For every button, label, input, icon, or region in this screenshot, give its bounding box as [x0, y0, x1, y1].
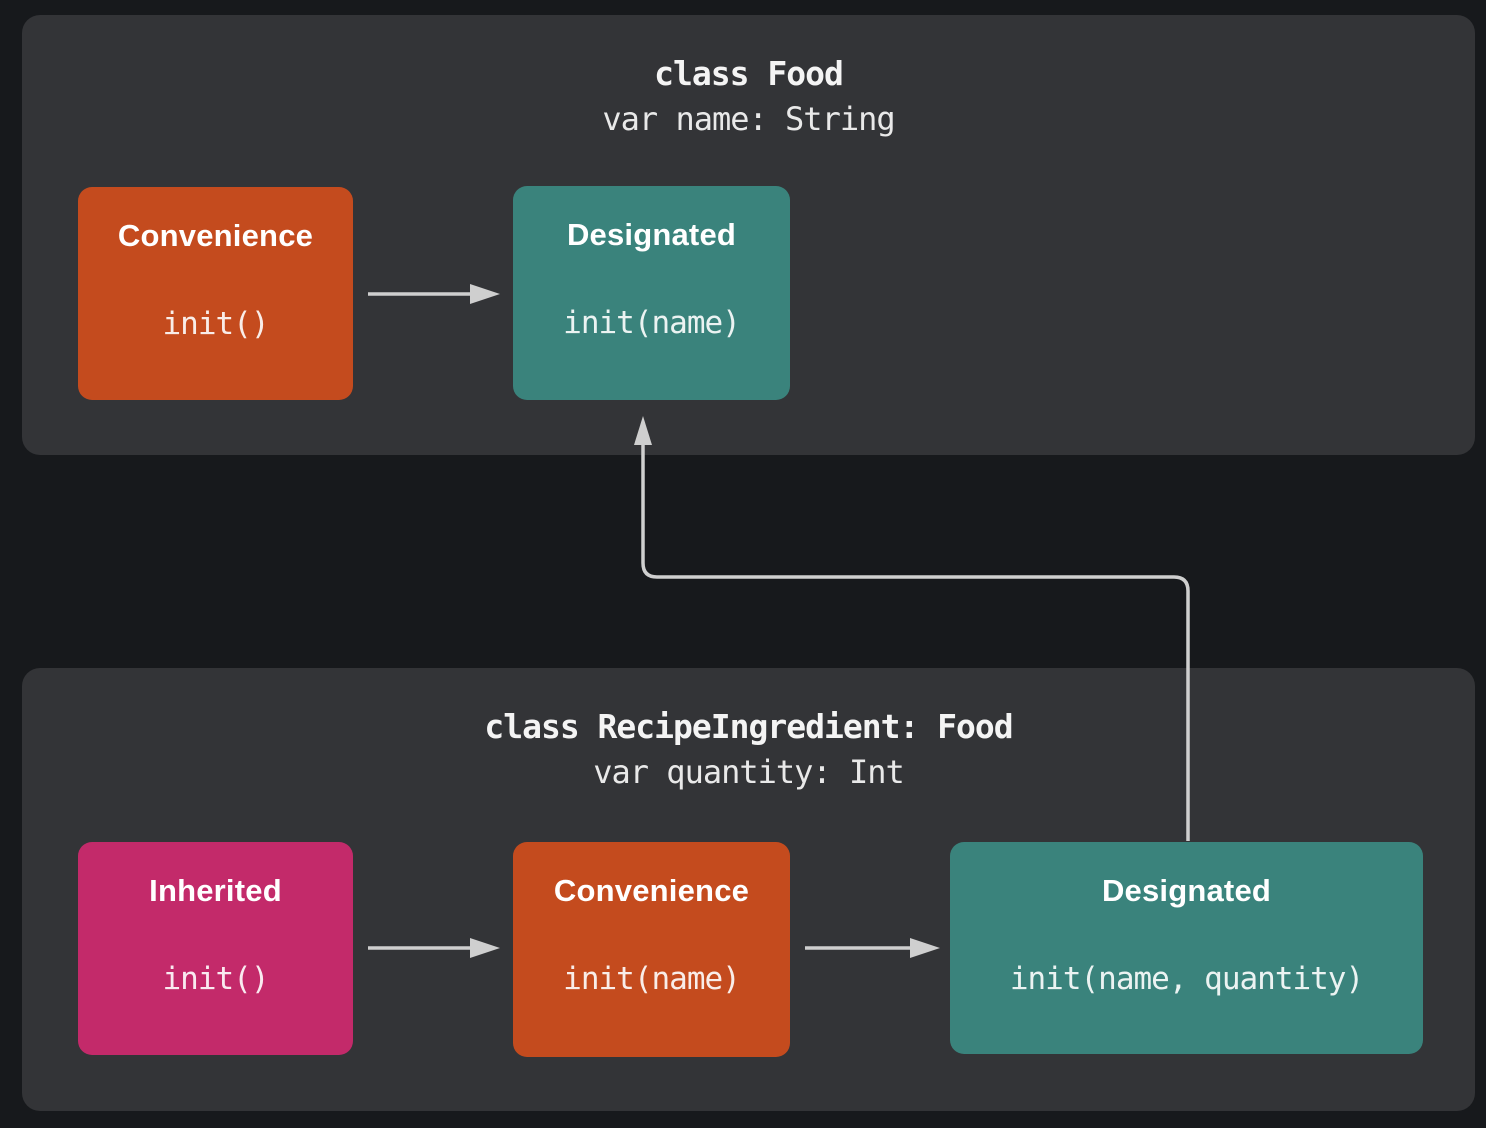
initializer-signature: init()	[162, 306, 270, 342]
class-property: var name: String	[602, 100, 895, 138]
initializer-box-recipe-convenience: Convenience init(name)	[513, 842, 790, 1057]
initializer-box-recipe-inherited: Inherited init()	[78, 842, 353, 1055]
initializer-signature: init(name, quantity)	[1009, 961, 1364, 997]
class-panel-food: class Food var name: String Convenience …	[22, 15, 1475, 455]
initializer-kind-label: Convenience	[117, 218, 314, 253]
class-panel-recipe-ingredient: class RecipeIngredient: Food var quantit…	[22, 668, 1475, 1111]
class-property: var quantity: Int	[593, 753, 905, 791]
initializer-kind-label: Designated	[1101, 873, 1272, 908]
class-declaration: class Food	[654, 54, 844, 93]
initializer-signature: init(name)	[563, 305, 741, 341]
class-heading-food: class Food var name: String	[22, 51, 1475, 141]
initializer-kind-label: Convenience	[553, 873, 750, 908]
initializer-signature: init(name)	[563, 961, 741, 997]
initializer-box-food-convenience: Convenience init()	[78, 187, 353, 400]
initializer-kind-label: Inherited	[149, 873, 282, 908]
initializer-signature: init()	[162, 961, 270, 997]
initializer-kind-label: Designated	[566, 217, 737, 252]
class-heading-recipe-ingredient: class RecipeIngredient: Food var quantit…	[22, 704, 1475, 794]
initializer-box-food-designated: Designated init(name)	[513, 186, 790, 400]
initializer-box-recipe-designated: Designated init(name, quantity)	[950, 842, 1423, 1054]
class-declaration: class RecipeIngredient: Food	[484, 707, 1013, 746]
